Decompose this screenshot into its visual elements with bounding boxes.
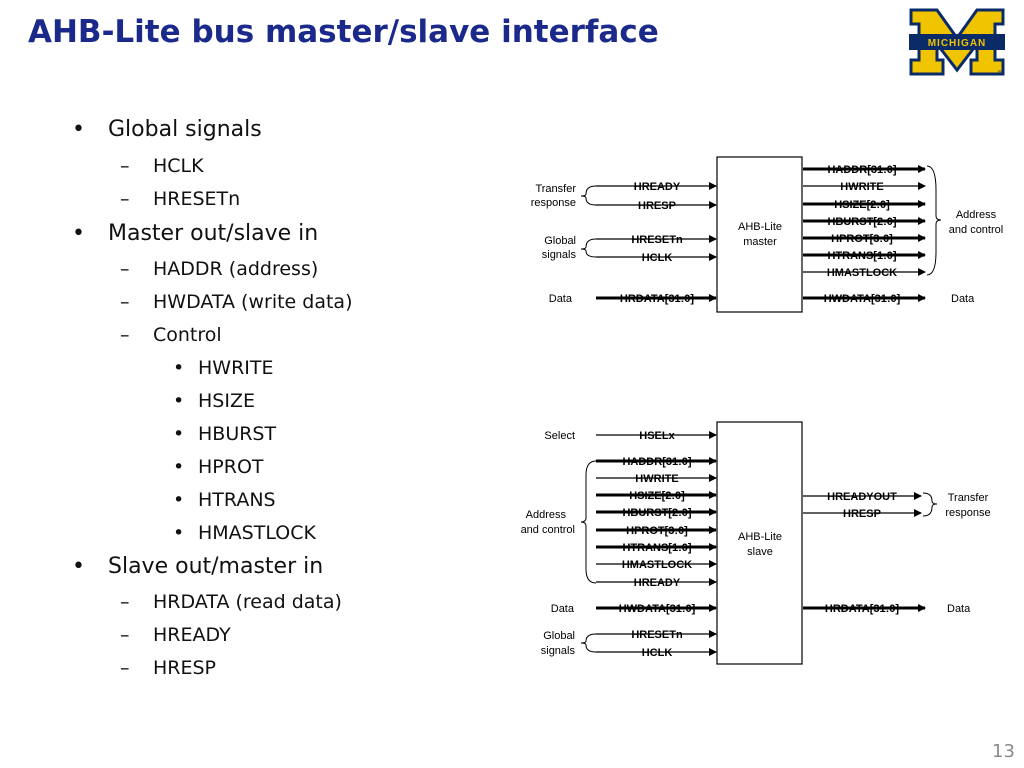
master-global-label-2: signals xyxy=(542,249,577,261)
master-hresp-sig: HRESP xyxy=(638,200,676,212)
master-hmastlock-sig: HMASTLOCK xyxy=(827,267,897,279)
slave-data-out-label: Data xyxy=(947,603,971,615)
bullet-hclk: HCLK xyxy=(120,155,203,177)
master-hresetn-sig: HRESETn xyxy=(631,234,683,246)
slave-data-in-label: Data xyxy=(551,603,575,615)
master-transfer-brace xyxy=(580,185,597,206)
logo-text: MICHIGAN xyxy=(928,38,987,49)
master-hprot-sig: HPROT[3:0] xyxy=(831,233,893,245)
bullet-hmastlock: HMASTLOCK xyxy=(173,522,316,544)
master-hclk-sig: HCLK xyxy=(642,252,673,264)
master-box xyxy=(716,156,803,313)
master-transfer-label-2: response xyxy=(531,197,576,209)
slave-hready-sig: HREADY xyxy=(634,577,681,589)
master-hready-sig: HREADY xyxy=(634,181,681,193)
master-transfer-label-1: Transfer xyxy=(535,183,576,195)
master-global-label-1: Global xyxy=(544,235,576,247)
slave-hmastlock-sig: HMASTLOCK xyxy=(622,559,692,571)
slave-hclk-sig: HCLK xyxy=(642,647,673,659)
master-hburst-sig: HBURST[2:0] xyxy=(827,216,896,228)
bullet-control: Control xyxy=(120,324,222,346)
slave-global-label-1: Global xyxy=(543,630,575,642)
slave-hwdata-sig: HWDATA[31:0] xyxy=(619,603,696,615)
bullet-master-out: Master out/slave in xyxy=(72,221,318,246)
slave-hburst-sig: HBURST[2:0] xyxy=(622,507,691,519)
slave-transfer-label-2: response xyxy=(945,507,990,519)
slave-htrans-sig: HTRANS[1:0] xyxy=(622,542,691,554)
bullet-hburst: HBURST xyxy=(173,423,276,445)
slave-hreadyout-sig: HREADYOUT xyxy=(827,491,897,503)
master-addr-label-2: and control xyxy=(949,224,1003,236)
slave-addr-brace xyxy=(580,460,597,584)
slave-global-brace xyxy=(580,633,597,653)
slave-diagram xyxy=(580,421,938,665)
master-box-label-1: AHB-Lite xyxy=(738,221,782,233)
bullet-slave-out: Slave out/master in xyxy=(72,554,323,579)
bullet-hprot: HPROT xyxy=(173,456,263,478)
slave-global-label-2: signals xyxy=(541,645,576,657)
master-hrdata-sig: HRDATA[31:0] xyxy=(620,293,694,305)
slave-hselx-sig: HSELx xyxy=(639,430,675,442)
bullet-global-signals: Global signals xyxy=(72,117,262,142)
master-diagram xyxy=(580,156,942,313)
slave-transfer-brace xyxy=(922,492,938,517)
master-addr-brace xyxy=(926,165,942,276)
master-hsize-sig: HSIZE[2:0] xyxy=(834,199,890,211)
bullet-hwdata: HWDATA (write data) xyxy=(120,291,352,313)
slave-hwrite-sig: HWRITE xyxy=(635,473,678,485)
master-data-out-label: Data xyxy=(951,293,975,305)
master-data-in-label: Data xyxy=(549,293,573,305)
slave-hprot-sig: HPROT[3:0] xyxy=(626,525,688,537)
bullet-haddr: HADDR (address) xyxy=(120,258,318,280)
michigan-logo: MICHIGAN ® xyxy=(909,8,1005,76)
slave-box-label-1: AHB-Lite xyxy=(738,531,782,543)
master-hwdata-sig: HWDATA[31:0] xyxy=(824,293,901,305)
registered-mark: ® xyxy=(998,70,1003,76)
master-addr-label-1: Address xyxy=(956,209,997,221)
master-hwrite-sig: HWRITE xyxy=(840,181,883,193)
slave-box-label-2: slave xyxy=(747,546,773,558)
bullet-htrans: HTRANS xyxy=(173,489,275,511)
bullet-hresetn: HRESETn xyxy=(120,188,240,210)
slave-box xyxy=(716,421,803,665)
slave-select-label: Select xyxy=(544,430,575,442)
bullet-hready: HREADY xyxy=(120,624,231,646)
slave-hresp-sig: HRESP xyxy=(843,508,881,520)
slave-addr-label-1: Address xyxy=(526,509,567,521)
bullet-hsize: HSIZE xyxy=(173,390,255,412)
slave-haddr-sig: HADDR[31:0] xyxy=(622,456,691,468)
bullet-hrdata: HRDATA (read data) xyxy=(120,591,342,613)
master-haddr-sig: HADDR[31:0] xyxy=(827,164,896,176)
page-number: 13 xyxy=(992,741,1015,762)
slave-hrdata-sig: HRDATA[31:0] xyxy=(825,603,899,615)
master-global-brace xyxy=(580,238,597,258)
slide-title: AHB-Lite bus master/slave interface xyxy=(28,14,659,50)
bullet-hresp: HRESP xyxy=(120,657,216,679)
slave-hresetn-sig: HRESETn xyxy=(631,629,683,641)
bullet-hwrite: HWRITE xyxy=(173,357,273,379)
slave-transfer-label-1: Transfer xyxy=(948,492,989,504)
slave-addr-label-2: and control xyxy=(521,524,575,536)
master-htrans-sig: HTRANS[1:0] xyxy=(827,250,896,262)
logo-banner xyxy=(909,34,1005,50)
master-box-label-2: master xyxy=(743,236,777,248)
slave-hsize-sig: HSIZE[2:0] xyxy=(629,490,685,502)
